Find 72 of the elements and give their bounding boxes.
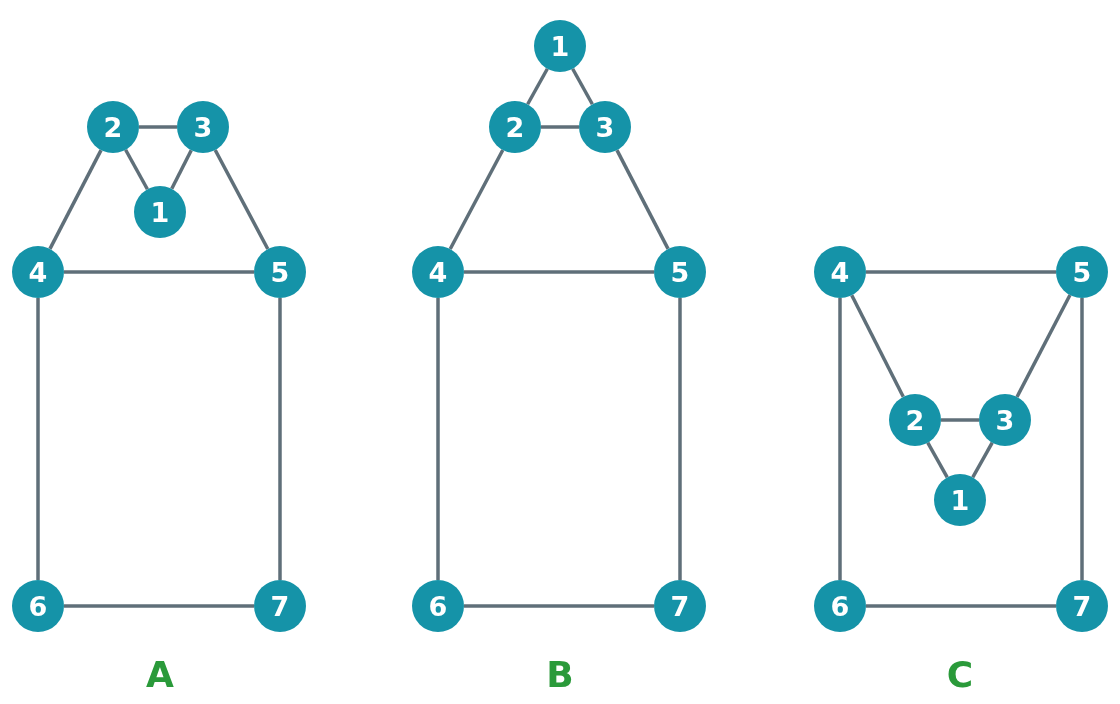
node-number: 1 [950, 486, 970, 514]
node-number: 7 [270, 592, 290, 620]
node-number: 5 [670, 258, 690, 286]
node-circle [934, 474, 986, 526]
edge-line [448, 149, 505, 250]
edge-line [838, 298, 842, 580]
node-number: 5 [1072, 258, 1092, 286]
graph-label: A [145, 657, 175, 693]
edge-line [971, 441, 994, 479]
edge-line [1015, 294, 1072, 398]
graph-label: C [945, 657, 975, 693]
node-number: 6 [428, 592, 448, 620]
edge-line [541, 125, 579, 129]
node-circle [12, 580, 64, 632]
edge-line [36, 298, 40, 580]
node-circle [654, 246, 706, 298]
node-number: 4 [830, 258, 850, 286]
edge-line [926, 441, 949, 479]
node-circle [814, 580, 866, 632]
edge-line [678, 298, 682, 580]
node-number: 6 [28, 592, 48, 620]
node-circle [254, 580, 306, 632]
node-circle [1056, 580, 1108, 632]
node-circle [534, 20, 586, 72]
node-number: 7 [1072, 592, 1092, 620]
node-circle [654, 580, 706, 632]
node-circle [254, 246, 306, 298]
node-number: 1 [150, 198, 170, 226]
node-circle [814, 246, 866, 298]
edge-line [64, 270, 254, 274]
node-circle [979, 394, 1031, 446]
node-number: 5 [270, 258, 290, 286]
node-number: 1 [550, 32, 570, 60]
node-number: 4 [428, 258, 448, 286]
node-circle [889, 394, 941, 446]
edge-line [48, 149, 103, 250]
graph-label: B [545, 657, 575, 693]
edge-line [170, 149, 193, 190]
edge-line [1080, 298, 1084, 580]
node-number: 2 [505, 113, 525, 141]
node-number: 2 [103, 113, 123, 141]
edge-line [526, 67, 549, 106]
edge-line [866, 270, 1056, 274]
edge-line [850, 294, 905, 398]
edge-line [436, 298, 440, 580]
edge-line [278, 298, 282, 580]
edge-line [464, 604, 654, 608]
node-number: 2 [905, 406, 925, 434]
edge-line [464, 270, 654, 274]
edge-line [941, 418, 979, 422]
edge-line [571, 67, 594, 106]
edge-line [64, 604, 254, 608]
node-circle [579, 101, 631, 153]
node-circle [12, 246, 64, 298]
node-circle [87, 101, 139, 153]
node-number: 3 [595, 113, 615, 141]
edge-line [139, 125, 177, 129]
node-number: 7 [670, 592, 690, 620]
node-number: 6 [830, 592, 850, 620]
node-circle [489, 101, 541, 153]
node-circle [1056, 246, 1108, 298]
node-number: 3 [193, 113, 213, 141]
edge-line [615, 149, 670, 250]
node-number: 4 [28, 258, 48, 286]
node-circle [134, 186, 186, 238]
node-circle [177, 101, 229, 153]
node-circle [412, 246, 464, 298]
edge-line [866, 604, 1056, 608]
edge-line [213, 149, 270, 250]
node-number: 3 [995, 406, 1015, 434]
edge-line [124, 148, 149, 191]
node-circle [412, 580, 464, 632]
